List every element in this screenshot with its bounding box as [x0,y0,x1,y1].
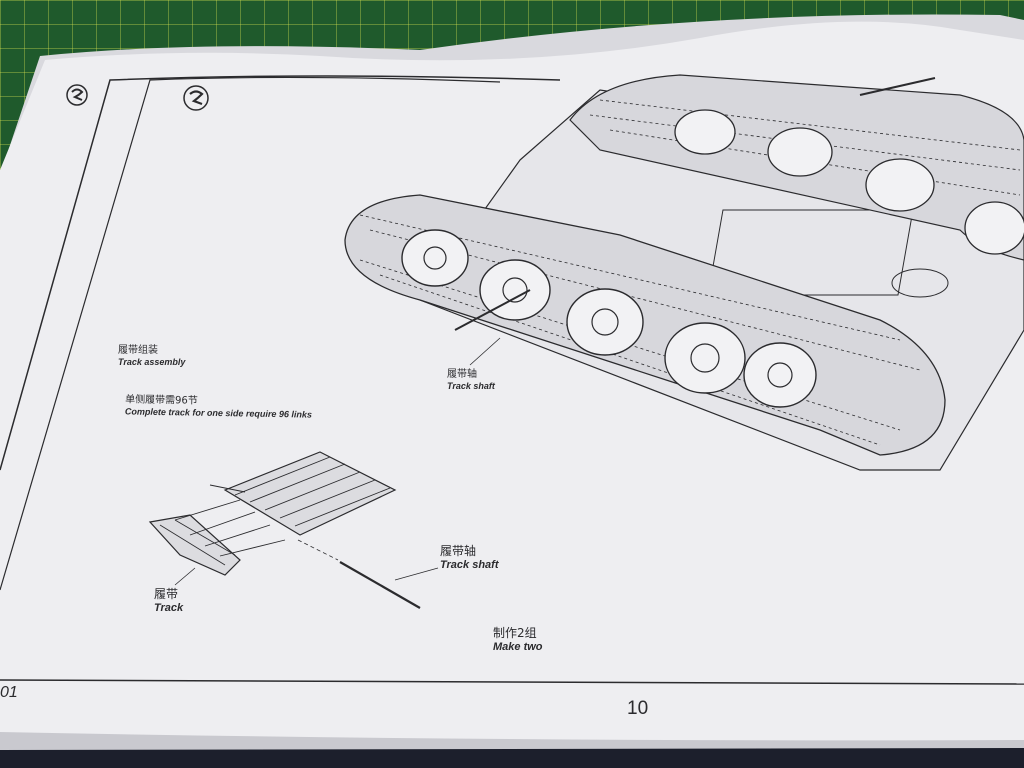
page-number: 10 [627,698,649,719]
page-prefix: 01 [0,684,18,701]
track-en: Track [154,601,184,614]
track-shaft-upper-en: Track shaft [447,380,495,391]
tank-hull-with-tracks-icon [344,74,1024,471]
track-shaft-lower-en: Track shaft [440,558,499,571]
page-bottom-rule [0,679,1024,685]
page-frame-outer [0,75,561,471]
track-assembly-callout: 履带组装 Track assembly [118,345,185,367]
track-cn: 履带 [154,587,179,601]
track-shaft-lower-callout: 履带轴 Track shaft [440,544,499,571]
track-shaft-upper-callout: 履带轴 Track shaft [447,369,495,391]
manufacturer-logo-icon [183,85,209,111]
manufacturer-logo-icon [66,84,88,106]
track-links-assembly-icon [148,451,439,609]
track-assembly-en: Track assembly [118,356,186,367]
make-two-cn: 制作2组 [493,626,537,640]
make-two-en: Make two [493,640,543,653]
track-callout: 履带 Track [154,587,184,614]
track-shaft-lower-cn: 履带轴 [440,544,477,558]
track-shaft-upper-cn: 履带轴 [447,369,477,380]
page-edge [0,732,1024,750]
make-two-callout: 制作2组 Make two [493,626,543,653]
page-frame-inner [0,76,501,591]
links-required-callout: 单侧履带需96节 Complete track for one side req… [125,394,312,419]
track-assembly-cn: 履带组装 [118,345,158,356]
